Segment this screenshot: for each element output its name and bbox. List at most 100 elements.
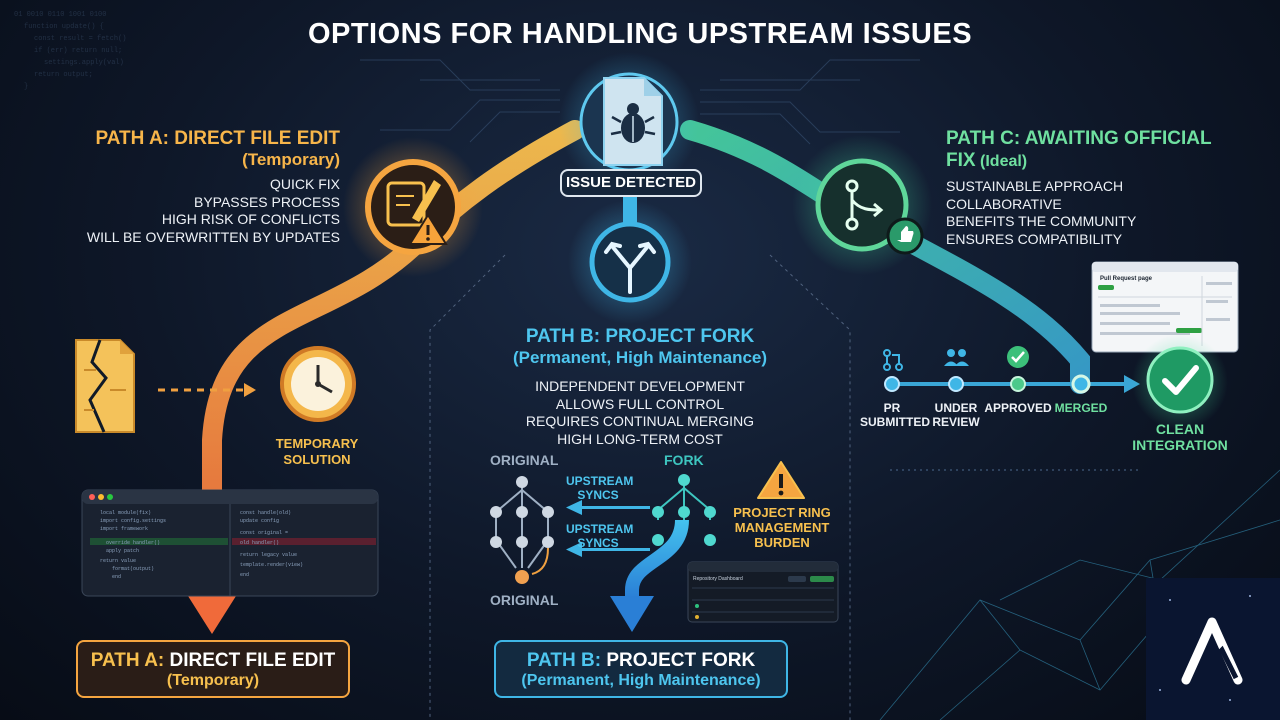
svg-text:import framework: import framework (100, 526, 148, 532)
svg-text:end: end (240, 572, 249, 578)
original-tree (495, 480, 549, 569)
svg-text:apply patch: apply patch (106, 548, 139, 554)
path-b-footer-box: PATH B: PROJECT FORK (Permanent, High Ma… (494, 640, 788, 698)
svg-text:settings.apply(val): settings.apply(val) (44, 59, 124, 67)
svg-text:}: } (24, 83, 28, 91)
path-c-point: COLLABORATIVE (946, 195, 1062, 212)
pr-step-label: MERGED (1054, 401, 1108, 415)
svg-text:const result = fetch(): const result = fetch() (34, 35, 126, 43)
path-b-point: REQUIRES CONTINUAL MERGING (525, 413, 755, 429)
path-a-point: HIGH RISK OF CONFLICTS (161, 211, 340, 227)
path-a-point: BYPASSES PROCESS (193, 193, 340, 210)
path-b-footer-sub: (Permanent, High Maintenance) (521, 672, 761, 689)
svg-text:const original =: const original = (240, 530, 288, 536)
path-a-subheading: (Temporary) (242, 150, 340, 169)
svg-text:return value: return value (100, 558, 136, 564)
edit-warning-icon (365, 159, 461, 255)
path-a-point: QUICK FIX (269, 176, 340, 192)
pr-step-label: UNDER REVIEW (932, 401, 980, 429)
merge-approval-icon (815, 158, 924, 255)
path-a-heading: PATH A: DIRECT FILE EDIT (95, 128, 340, 149)
clean-integration-check-icon (1146, 346, 1214, 414)
svg-text:override handler(): override handler() (106, 540, 160, 546)
separator-left (429, 254, 506, 720)
svg-text:if (err) return null;: if (err) return null; (34, 47, 122, 55)
issue-detected-badge: ISSUE DETECTED (560, 169, 702, 197)
bug-file-icon (579, 72, 679, 172)
svg-text:old handler(): old handler() (240, 540, 279, 546)
path-b-description: PATH B: PROJECT FORK (Permanent, High Ma… (480, 326, 800, 448)
svg-text:local module(fix): local module(fix) (100, 510, 151, 516)
path-a-footer-main: DIRECT FILE EDIT (169, 650, 336, 671)
path-c-point: ENSURES COMPATIBILITY (946, 230, 1123, 247)
path-a-footer-title: PATH A: DIRECT FILE EDIT (78, 650, 348, 672)
repository-dashboard-window (687, 561, 839, 623)
dashboard-title: Repository Dashboard (693, 576, 743, 582)
reviewers-icon (944, 349, 969, 366)
original-tree-nodes (490, 476, 554, 584)
path-c-description: PATH C: AWAITING OFFICIAL FIX (Ideal) SU… (946, 128, 1246, 248)
original-label-top: ORIGINAL (490, 452, 559, 468)
svg-text:function update() {: function update() { (24, 23, 104, 31)
separator-right (769, 254, 851, 720)
path-c-point: BENEFITS THE COMMUNITY (946, 213, 1137, 229)
path-b-point: ALLOWS FULL CONTROL (555, 395, 725, 412)
svg-text:return output;: return output; (34, 71, 93, 79)
svg-text:const handle(old): const handle(old) (240, 510, 291, 516)
upstream-syncs-label: UPSTREAM SYNCS (566, 474, 634, 502)
path-c-subheading: (Ideal) (980, 153, 1028, 170)
path-a-footer-sub: (Temporary) (166, 672, 260, 689)
broken-document-icon (75, 339, 135, 433)
warning-icon (757, 461, 805, 499)
svg-text:template.render(view): template.render(view) (240, 562, 303, 568)
faint-code: 01 0010 0110 1001 0100 function update()… (14, 11, 126, 91)
original-label-bottom: ORIGINAL (490, 592, 559, 608)
path-b-fork-stream (625, 519, 689, 598)
svg-text:format(output): format(output) (112, 566, 154, 572)
code-editor-window: local module(fix) import config.settings… (81, 489, 379, 597)
path-b-subheading: (Permanent, High Maintenance) (512, 348, 768, 367)
pull-request-window (1091, 261, 1239, 353)
path-a-arrowhead (188, 596, 236, 634)
svg-text:update config: update config (240, 518, 279, 524)
path-b-point: HIGH LONG-TERM COST (557, 430, 723, 447)
circuit-lines (360, 59, 920, 145)
approved-icon (1007, 346, 1029, 368)
svg-text:return legacy value: return legacy value (240, 552, 297, 558)
path-c-heading-fix: FIX (946, 150, 976, 171)
path-c-heading: PATH C: AWAITING OFFICIAL (946, 128, 1212, 149)
pr-timeline (884, 374, 1140, 394)
path-c-point: SUSTAINABLE APPROACH (946, 178, 1124, 194)
path-b-point: INDEPENDENT DEVELOPMENT (535, 378, 745, 394)
temporary-solution-label: TEMPORARY SOLUTION (275, 436, 359, 467)
path-a-description: PATH A: DIRECT FILE EDIT (Temporary) QUI… (60, 128, 340, 246)
svg-text:01 0010 0110 1001 0100: 01 0010 0110 1001 0100 (14, 11, 106, 19)
fork-tree-nodes (652, 474, 716, 546)
pr-step-label: APPROVED (984, 401, 1052, 415)
sync-arrows (566, 500, 650, 557)
fork-icon (589, 221, 671, 303)
brand-logo (1146, 578, 1280, 720)
path-a-footer-prefix: PATH A: (90, 650, 165, 671)
pull-request-icon (883, 349, 903, 371)
pr-step-label: PR SUBMITTED (860, 401, 930, 429)
upstream-syncs-label: UPSTREAM SYNCS (566, 522, 634, 550)
svg-text:end: end (112, 574, 121, 580)
management-burden-label: PROJECT RING MANAGEMENT BURDEN (733, 505, 831, 550)
path-c-heading-line2: FIX (Ideal) (946, 150, 1246, 172)
clock-icon (280, 346, 356, 422)
path-b-footer-title: PATH B: PROJECT FORK (496, 650, 786, 672)
clean-integration-label: CLEAN INTEGRATION (1132, 421, 1228, 453)
path-a-footer-box: PATH A: DIRECT FILE EDIT (Temporary) (76, 640, 350, 698)
pr-window-title: Pull Request page (1100, 276, 1153, 282)
fork-label: FORK (664, 452, 704, 468)
path-b-footer-prefix: PATH B: (526, 650, 602, 671)
path-b-arrowhead (610, 596, 654, 632)
path-a-point: WILL BE OVERWRITTEN BY UPDATES (86, 228, 340, 245)
page-title: OPTIONS FOR HANDLING UPSTREAM ISSUES (307, 18, 973, 50)
path-b-footer-main: PROJECT FORK (606, 650, 756, 671)
svg-text:import config.settings: import config.settings (100, 518, 166, 524)
path-b-heading: PATH B: PROJECT FORK (525, 326, 755, 347)
